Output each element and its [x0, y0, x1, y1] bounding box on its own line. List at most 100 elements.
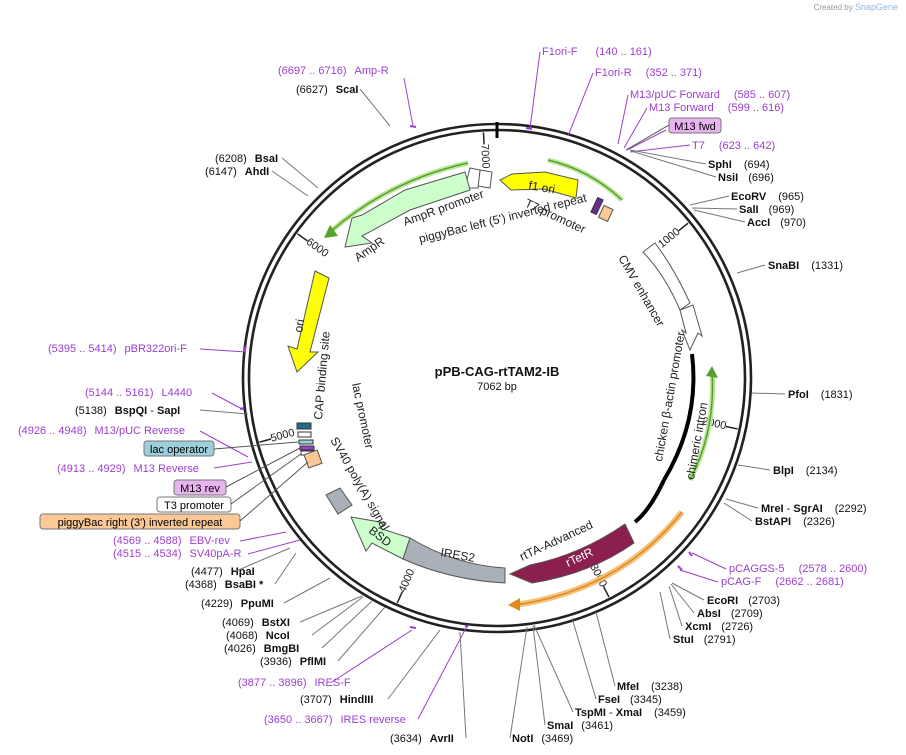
- enzyme-leaders: [199, 88, 786, 739]
- enzyme-nsii[interactable]: NsiI(696): [718, 172, 774, 184]
- piggybac-right-text: piggyBac right (3') inverted repeat: [58, 517, 223, 529]
- primer-amp-r[interactable]: (6697 .. 6716)Amp-R: [278, 65, 389, 77]
- m13-rev-text: M13 rev: [180, 483, 220, 495]
- chimeric-intron-line: [689, 371, 714, 481]
- boxed-labels: M13 fwd lac operator M13 rev T3 promoter…: [39, 117, 722, 530]
- enzyme-ecorv[interactable]: EcoRV(965): [731, 191, 804, 203]
- bsd-feature[interactable]: [350, 516, 411, 560]
- tick-mark-4000: [396, 591, 403, 604]
- enzyme-pfoi[interactable]: PfoI(1831): [788, 389, 853, 401]
- rtta-advanced-line: [514, 511, 683, 606]
- enzyme-pflmi[interactable]: (3936)PflMI: [260, 656, 326, 668]
- enzyme-mfei[interactable]: MfeI(3238): [617, 681, 683, 693]
- enzyme-tspmi-xmai[interactable]: TspMI - XmaI(3459): [575, 707, 686, 719]
- enzyme-bstxi[interactable]: (4069)BstXI: [222, 617, 290, 629]
- primer-f1ori-f[interactable]: F1ori-F(140 .. 161): [542, 46, 652, 58]
- f1-ori-feature[interactable]: [499, 171, 579, 199]
- primer-ires-reverse[interactable]: (3650 .. 3667)IRES reverse: [264, 714, 406, 726]
- sv40-polya-feature[interactable]: [325, 487, 353, 515]
- primer-m13-puc-forward[interactable]: M13/pUC Forward(585 .. 607): [630, 89, 790, 101]
- chicken-actin-promoter-feature[interactable]: [679, 304, 703, 352]
- tick-label-4000: 4000: [396, 567, 417, 594]
- lac-operator-feature[interactable]: [298, 439, 314, 445]
- rtetr-feature[interactable]: [508, 523, 635, 584]
- enzyme-ecori[interactable]: EcoRI(2703): [707, 595, 780, 607]
- enzyme-ncoi[interactable]: (4068)NcoI: [226, 630, 290, 642]
- ampr-ring-arrow: [324, 225, 338, 238]
- enzyme-acci[interactable]: AccI(970): [747, 217, 806, 229]
- ires2-label: IRES2: [439, 545, 476, 565]
- ori-feature[interactable]: [287, 270, 330, 373]
- primer-m13-puc-reverse[interactable]: (4926 .. 4948)M13/pUC Reverse: [18, 425, 185, 437]
- enzyme-bstapi[interactable]: BstAPI(2326): [755, 516, 835, 528]
- enzyme-hindiii[interactable]: (3707)HindIII: [300, 694, 373, 706]
- enzyme-sali[interactable]: SalI(969): [739, 204, 794, 216]
- primer-m13-forward[interactable]: M13 Forward(599 .. 616): [649, 102, 784, 114]
- enzyme-scai[interactable]: (6627)ScaI: [296, 84, 358, 96]
- box-leaders: [213, 124, 670, 522]
- primer-pbr322ori-f[interactable]: (5395 .. 5414)pBR322ori-F: [48, 343, 187, 355]
- enzyme-bsai[interactable]: (6208)BsaI: [215, 153, 278, 165]
- cag-segment: [633, 479, 666, 524]
- enzyme-avrii[interactable]: (3634)AvrII: [390, 733, 454, 745]
- created-by-text: Created by: [813, 3, 853, 12]
- primer-ebv-rev[interactable]: (4569 .. 4588)EBV-rev: [113, 535, 230, 547]
- primer-pcag-f[interactable]: pCAG-F(2662 .. 2681): [721, 576, 844, 588]
- enzyme-hpai[interactable]: (4477)HpaI: [191, 566, 255, 578]
- plasmid-size: 7062 bp: [477, 381, 517, 393]
- tick-mark-3000: [602, 586, 610, 598]
- enzyme-stui[interactable]: StuI(2791): [673, 634, 736, 646]
- primer-t7[interactable]: T7(623 .. 642): [692, 140, 775, 152]
- f1-ori-label: f1 ori: [527, 178, 556, 196]
- m13-rev-feature[interactable]: [299, 445, 315, 451]
- lac-promoter-label: lac promoter: [349, 382, 377, 450]
- piggybac-left-feature[interactable]: [597, 204, 614, 223]
- tick-mark-1000: [678, 222, 689, 232]
- piggybac-right-box[interactable]: [39, 513, 241, 530]
- enzyme-bmgbi[interactable]: (4026)BmgBI: [224, 643, 299, 655]
- tick-mark-7000: [482, 132, 485, 145]
- enzyme-xcmi[interactable]: XcmI(2726): [685, 621, 753, 633]
- enzyme-bspqi-sapi[interactable]: (5138)BspQI - SapI: [75, 405, 180, 417]
- tick-mark-5000: [259, 438, 272, 443]
- primer-ires-f[interactable]: (3877 .. 3896)IRES-F: [238, 677, 351, 689]
- enzyme-smai[interactable]: SmaI(3461): [547, 720, 613, 732]
- m13-fwd-text: M13 fwd: [674, 121, 716, 133]
- ires2-feature[interactable]: [402, 537, 506, 584]
- chimeric-intron-feature[interactable]: [662, 353, 696, 482]
- enzyme-ppumi[interactable]: (4229)PpuMI: [201, 598, 274, 610]
- tick-mark-2000: [725, 425, 738, 430]
- primer-f1ori-r[interactable]: F1ori-R(352 .. 371): [595, 67, 702, 79]
- enzyme-bsabi[interactable]: (4368)BsaBI *: [185, 579, 264, 591]
- ampr-feature[interactable]: [344, 171, 471, 248]
- cap-binding-site-feature[interactable]: [296, 422, 312, 430]
- enzyme-fsei[interactable]: FseI(3345): [598, 694, 662, 706]
- enzyme-snabi[interactable]: SnaBI(1331): [768, 260, 843, 272]
- t3-promoter-box[interactable]: [156, 496, 232, 513]
- primer-m13-reverse[interactable]: (4913 .. 4929)M13 Reverse: [57, 463, 199, 475]
- t3-promoter-text: T3 promoter: [164, 500, 224, 512]
- enzyme-mrei-sgrai[interactable]: MreI - SgrAI(2292): [761, 503, 867, 515]
- enzyme-noti[interactable]: NotI(3469): [512, 733, 573, 745]
- snapgene-brand: SnapGene: [854, 2, 898, 12]
- enzyme-ahdi[interactable]: (6147)AhdI: [205, 166, 269, 178]
- piggybac-right-feature[interactable]: [303, 449, 323, 469]
- primer-sv40pa-r[interactable]: (4515 .. 4534)SV40pA-R: [113, 548, 242, 560]
- m13-fwd-feature[interactable]: [590, 196, 604, 216]
- primer-pcaggs-5[interactable]: pCAGGS-5(2578 .. 2600): [729, 563, 867, 575]
- tick-label-7000: 7000: [478, 144, 491, 169]
- primer-l4440[interactable]: (5144 .. 5161)L4440: [85, 387, 192, 399]
- primer-ticks: [239, 125, 693, 629]
- enzyme-absi[interactable]: AbsI(2709): [697, 608, 763, 620]
- rtta-arrowhead: [508, 598, 520, 611]
- tick-label-1000: 1000: [656, 226, 683, 251]
- enzyme-blpi[interactable]: BlpI(2134): [773, 465, 838, 477]
- f1-ori-ring-line: [547, 159, 623, 201]
- m13-rev-box[interactable]: [173, 479, 227, 496]
- lac-promoter-feature[interactable]: [297, 431, 312, 438]
- primer-labels: F1ori-F(140 .. 161) F1ori-R(352 .. 371) …: [18, 46, 867, 726]
- snapgene-logo: Created by SnapGene: [814, 2, 898, 12]
- enzyme-sphi[interactable]: SphI(694): [708, 159, 770, 171]
